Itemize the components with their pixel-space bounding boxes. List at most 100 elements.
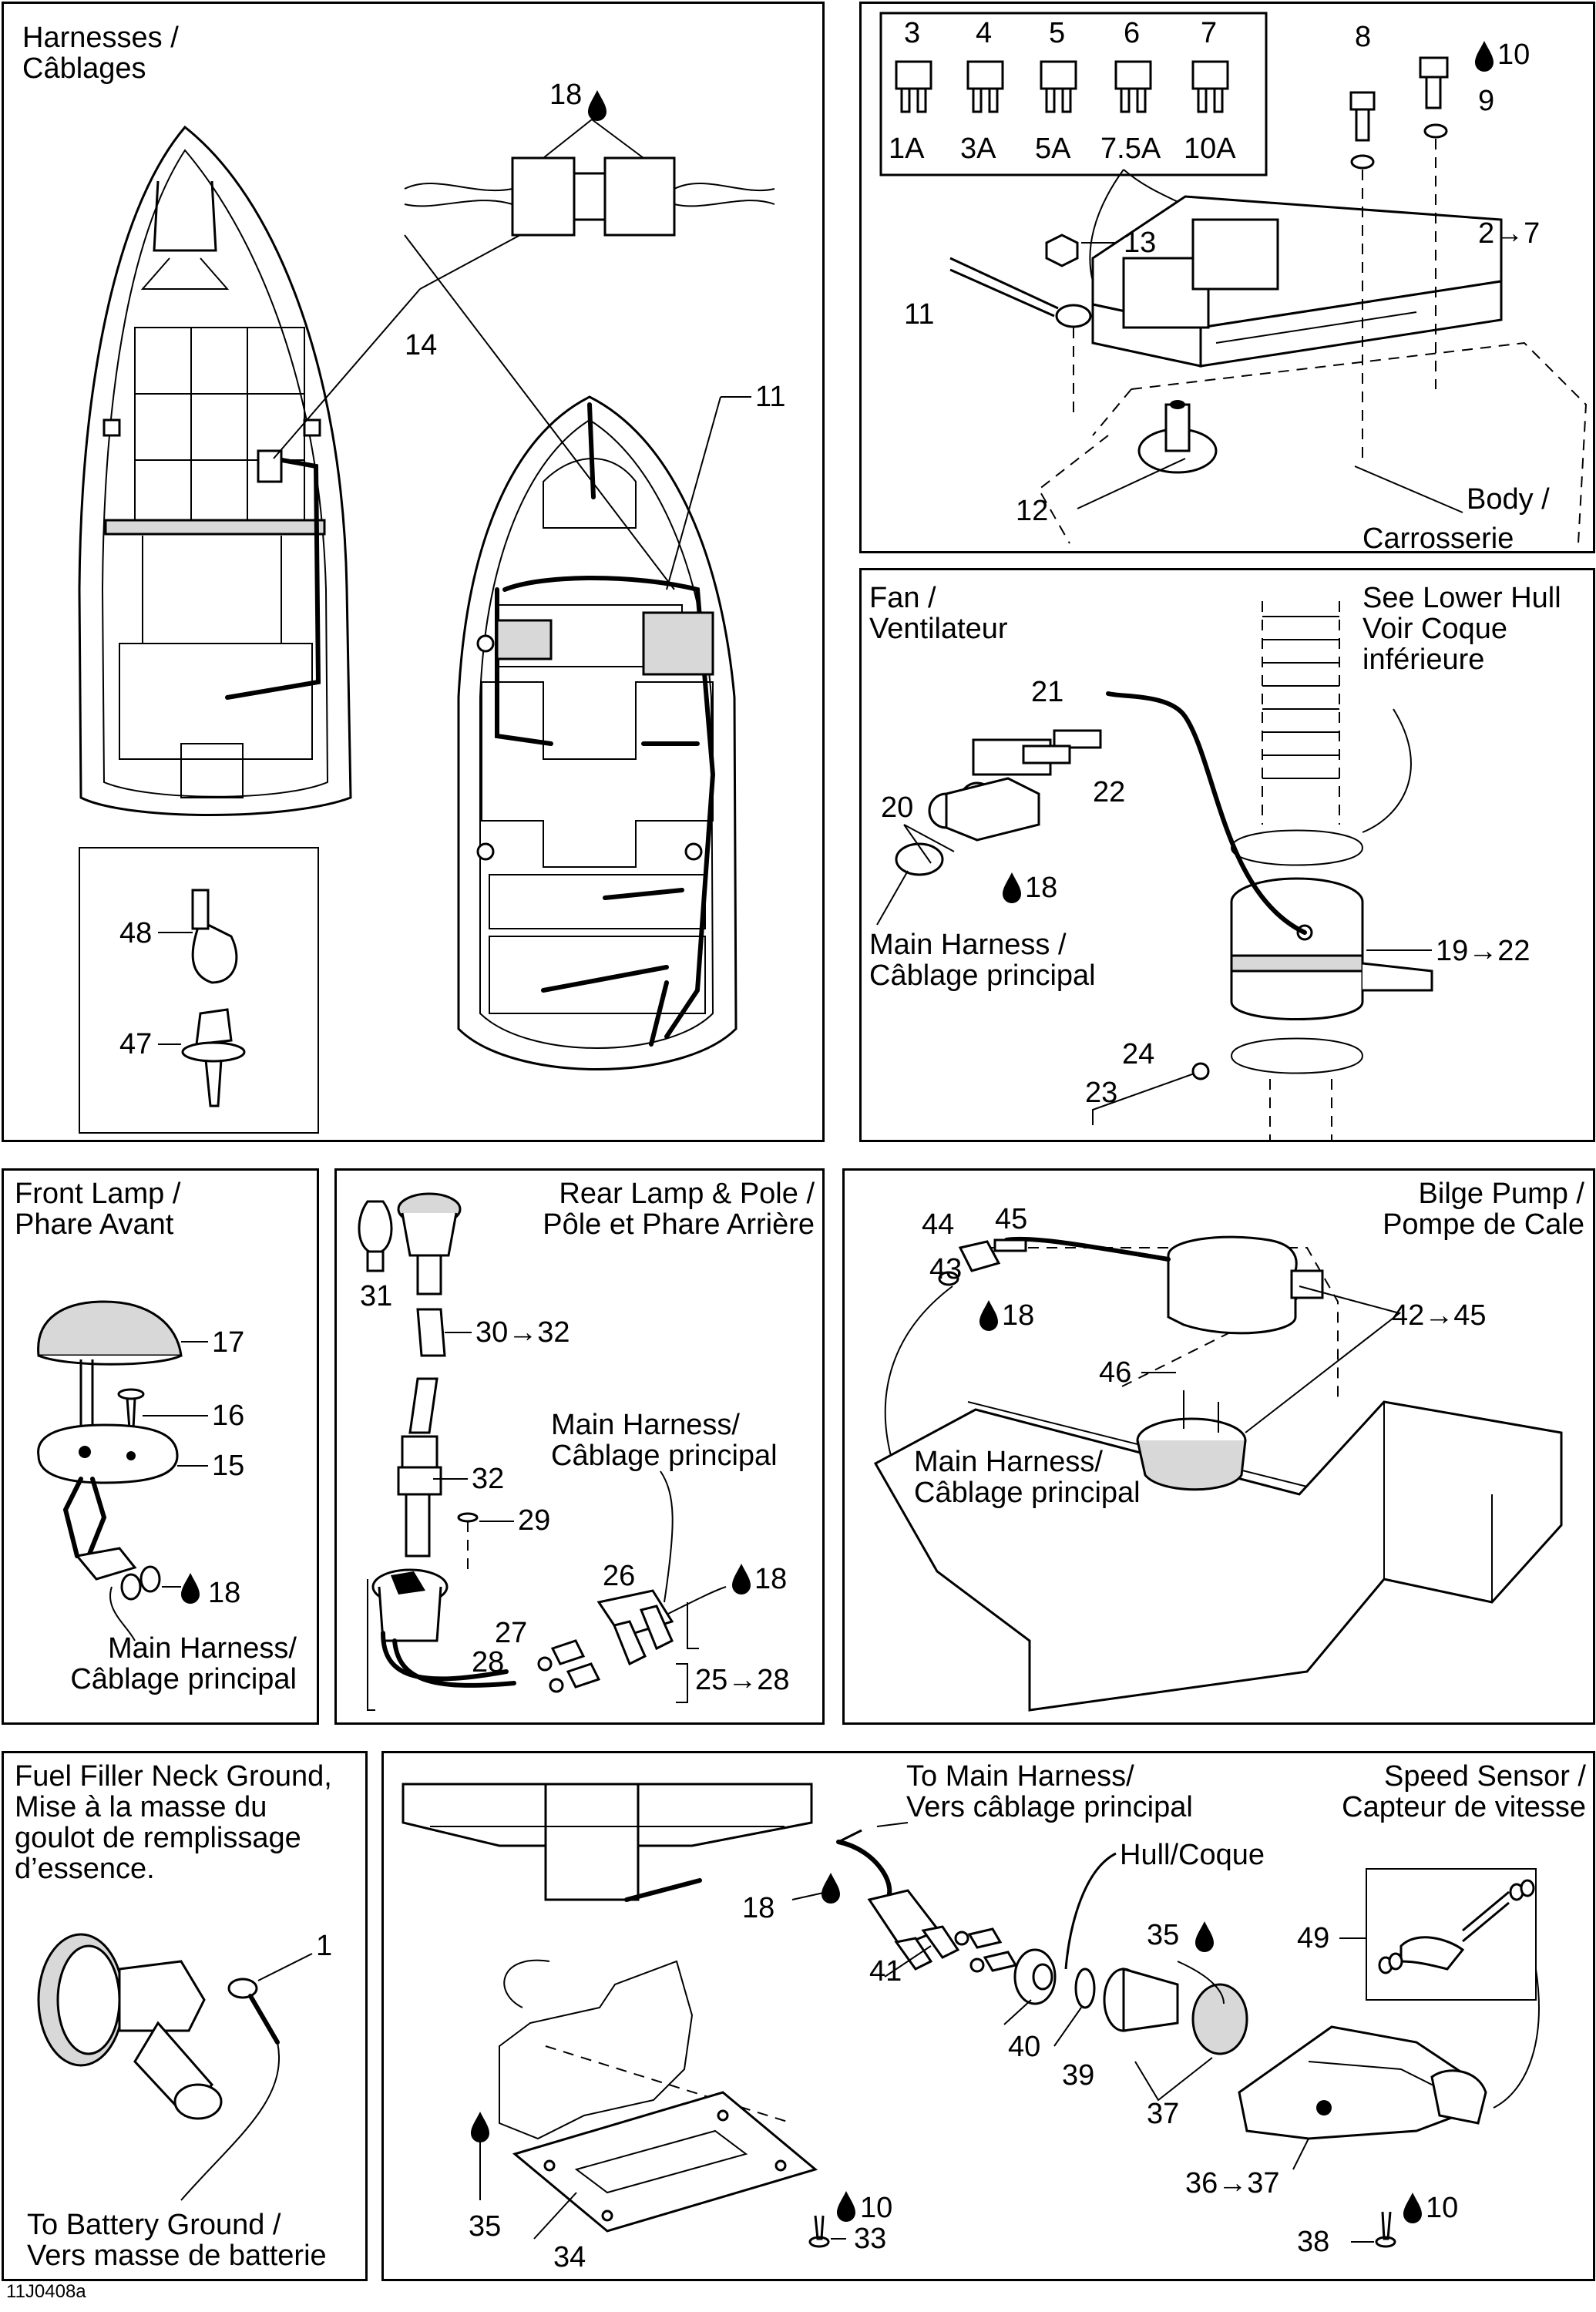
rear-lamp-drawing: 31 30→32 32 29 [358, 1192, 790, 1711]
fuse-rating-7-5a: 7.5A [1100, 133, 1161, 165]
sensor-bracket-36 [1238, 2025, 1487, 2140]
callout-23: 23 [1085, 1077, 1117, 1109]
front-lamp-drawing: 17 16 15 18 [37, 1300, 244, 1642]
lamp-head [397, 1192, 462, 1295]
bilge-pump-drawing: 46 42→45 44 45 43 18 [873, 1203, 1563, 1712]
to-main-harness-label: To Main Harness/ Vers câblage principal [906, 1760, 1193, 1823]
fuse-inset-box [879, 12, 1268, 176]
connector-41 [867, 1889, 960, 1971]
fan-motor-19 [1230, 877, 1433, 1020]
gland-nut-40 [1013, 1948, 1057, 2005]
lamp-lens-17 [37, 1300, 183, 1366]
screw-47 [181, 1008, 246, 1107]
callout-18: 18 [549, 79, 582, 111]
callout-44: 44 [922, 1208, 954, 1241]
panel-title-fan: Fan / Ventilateur [869, 582, 1008, 645]
fuse-1a: 3 1A [889, 17, 932, 165]
callout-2-7: 2→7 [1478, 217, 1540, 250]
panel-title-bilge-pump: Bilge Pump / Pompe de Cale [1383, 1178, 1584, 1241]
panel-fuel-filler: Fuel Filler Neck Ground, Mise à la masse… [2, 1751, 368, 2281]
callout-15: 15 [212, 1450, 244, 1482]
fuse-box-drawing: 3 1A 4 3A 5 5A 6 7.5A 7 10A [879, 12, 1588, 555]
callout-14: 14 [405, 329, 437, 361]
callout-41: 41 [869, 1955, 902, 1988]
callout-10: 10 [1497, 39, 1530, 71]
fuse-rating-3a: 3A [960, 133, 996, 165]
panel-speed-sensor: Speed Sensor / Capteur de vitesse To Mai… [381, 1751, 1595, 2281]
callout-19-22: 19→22 [1436, 935, 1530, 967]
ring-terminal-11 [949, 234, 1092, 328]
panel-title-rear-lamp: Rear Lamp & Pole / Pôle et Phare Arrière [543, 1178, 815, 1241]
callout-12: 12 [1016, 495, 1048, 527]
panel-rear-lamp: Rear Lamp & Pole / Pôle et Phare Arrière… [334, 1168, 825, 1725]
panel-fuse-box: 3 1A 4 3A 5 5A 6 7.5A 7 10A [859, 2, 1595, 555]
fuse-number-3: 3 [904, 17, 920, 49]
screw-38 [1375, 2211, 1396, 2248]
panel-title-fuel-filler: Fuel Filler Neck Ground, Mise à la masse… [15, 1760, 332, 1885]
ground-terminal-1 [227, 1978, 280, 2045]
connector-26 [596, 1589, 674, 1666]
fan-main-harness-label: Main Harness / Câblage principal [869, 929, 1096, 992]
callout-33: 33 [854, 2223, 886, 2255]
callout-17: 17 [212, 1326, 244, 1359]
stud-12 [1137, 400, 1218, 474]
callout-39: 39 [1062, 2059, 1094, 2092]
connector-18-front [75, 1547, 161, 1601]
pin-kit-49 [1378, 1879, 1535, 1974]
pole-socket [371, 1568, 449, 1642]
callout-35-plate: 35 [469, 2210, 501, 2243]
filler-cap-neck [37, 1933, 223, 2120]
transom-bracket [402, 1783, 813, 1902]
lower-hull-note: See Lower Hull Voir Coque inférieure [1362, 582, 1561, 676]
callout-11b: 11 [904, 298, 934, 331]
cable-tie-48 [191, 889, 238, 984]
fuse-number-5: 5 [1049, 17, 1065, 49]
bilge-pump-body [1167, 1235, 1324, 1335]
callout-18-fan: 18 [1025, 872, 1057, 904]
bulb-31 [358, 1200, 393, 1272]
body-label-line2: Carrosserie [1362, 523, 1514, 555]
callout-31: 31 [360, 1280, 392, 1312]
hull-section-cutaway [499, 1960, 793, 2140]
panel-title-harnesses: Harnesses / Câblages [22, 22, 179, 85]
callout-40: 40 [1008, 2031, 1040, 2063]
callout-10-sensor: 10 [1426, 2192, 1458, 2224]
fuse-box-assembly [1091, 195, 1503, 368]
fuse-number-6: 6 [1124, 17, 1140, 49]
front-lamp-main-harness-label: Main Harness/ Câblage principal [70, 1632, 297, 1695]
callout-1: 1 [316, 1930, 332, 1962]
callout-32: 32 [472, 1463, 504, 1495]
callout-18-rear: 18 [754, 1563, 787, 1595]
fuel-filler-drawing: 1 [37, 1930, 332, 2201]
callout-30-32: 30→32 [475, 1316, 570, 1349]
callout-48: 48 [119, 917, 152, 949]
fuse-row: 3 1A 4 3A 5 5A 6 7.5A 7 10A [889, 17, 1236, 165]
callout-21: 21 [1031, 676, 1063, 708]
fuse-7-5a: 6 7.5A [1100, 17, 1161, 165]
callout-11: 11 [755, 381, 785, 413]
callout-18-speed: 18 [742, 1892, 774, 1924]
hull-top-view-right [457, 395, 738, 1070]
parts-inset-box [79, 847, 319, 1134]
lamp-base-15 [37, 1423, 179, 1484]
callout-16: 16 [212, 1400, 244, 1432]
callout-24: 24 [1122, 1038, 1154, 1070]
callout-18-bilge: 18 [1002, 1299, 1034, 1332]
callout-18-front: 18 [208, 1577, 240, 1609]
screw-33 [808, 2215, 830, 2248]
battery-ground-label: To Battery Ground / Vers masse de batter… [27, 2209, 327, 2272]
fuse-10a: 7 10A [1184, 17, 1236, 165]
hull-top-view-left [78, 125, 352, 816]
connector-20-21-22 [895, 729, 1102, 876]
panel-title-front-lamp: Front Lamp / Phare Avant [15, 1178, 181, 1241]
pole-30-32 [397, 1308, 446, 1558]
fuse-rating-10a: 10A [1184, 133, 1236, 165]
pump-base-strainer [1136, 1417, 1247, 1491]
o-ring-39 [1074, 1968, 1096, 2009]
speed-sensor-drawing: 35 34 33 10 18 41 [402, 1783, 1540, 2273]
callout-9: 9 [1478, 85, 1494, 117]
callout-8: 8 [1355, 21, 1371, 53]
bilge-main-harness-label: Main Harness/ Câblage principal [914, 1446, 1141, 1509]
terminals-27-28 [537, 1639, 601, 1693]
harness-drawing: 18 14 11 48 [78, 79, 785, 1134]
